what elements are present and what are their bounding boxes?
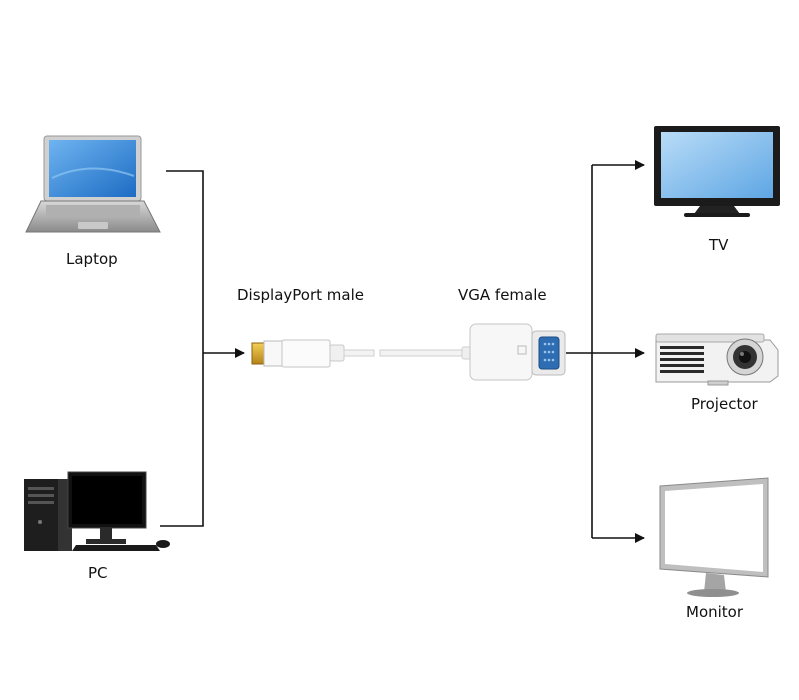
- laptop-label: Laptop: [66, 250, 118, 268]
- display-lines: [566, 160, 645, 543]
- source-bracket-line: [160, 170, 204, 527]
- pc-label: PC: [88, 564, 108, 582]
- tv-icon: [654, 126, 780, 217]
- projector-icon: [655, 333, 779, 386]
- vga-female-label: VGA female: [458, 286, 547, 304]
- tv-label: TV: [709, 236, 729, 254]
- monitor-icon: [659, 477, 769, 597]
- vga-adapter-icon: [469, 323, 566, 381]
- displayport-male-label: DisplayPort male: [237, 286, 364, 304]
- laptop-icon: [25, 135, 161, 233]
- cable-icon: [379, 346, 473, 360]
- displayport-connector-icon: [251, 339, 375, 368]
- pc-icon: [24, 471, 170, 551]
- monitor-label: Monitor: [686, 603, 744, 621]
- projector-label: Projector: [691, 395, 758, 413]
- source-lines: [160, 170, 245, 527]
